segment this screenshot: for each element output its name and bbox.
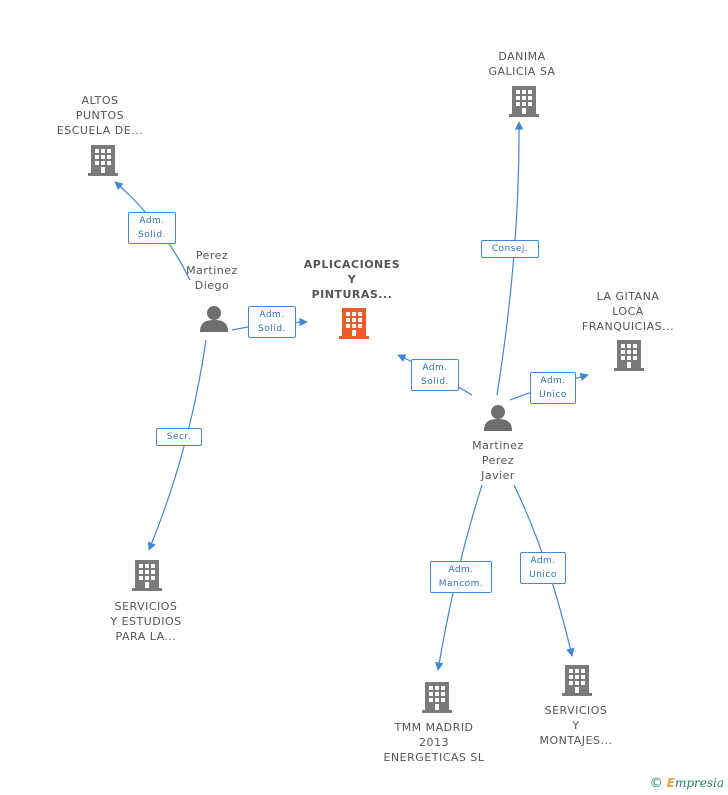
copyright-symbol: © bbox=[649, 776, 663, 791]
edge-label-perez-altos[interactable]: Adm. Solid. bbox=[128, 212, 176, 244]
node-label-servicios-montajes[interactable]: SERVICIOS Y MONTAJES... bbox=[539, 704, 613, 747]
edge-label-martinez-gitana[interactable]: Adm. Unico bbox=[530, 372, 576, 404]
danima-building-icon[interactable] bbox=[509, 86, 539, 117]
node-label-focus[interactable]: APLICACIONES Y PINTURAS... bbox=[303, 258, 401, 301]
edge-label-perez-servicios[interactable]: Secr. bbox=[156, 428, 202, 446]
servicios-estudios-building-icon[interactable] bbox=[132, 560, 162, 591]
edge-label-perez-focus[interactable]: Adm. Solid. bbox=[248, 306, 296, 338]
edge-label-martinez-tmm[interactable]: Adm. Mancom. bbox=[430, 561, 492, 593]
edge-label-martinez-danima[interactable]: Consej. bbox=[481, 240, 539, 258]
node-label-servicios-estudios[interactable]: SERVICIOS Y ESTUDIOS PARA LA... bbox=[110, 600, 182, 643]
brand-initial: E bbox=[666, 776, 675, 790]
tmm-building-icon[interactable] bbox=[422, 682, 452, 713]
servicios-montajes-building-icon[interactable] bbox=[562, 665, 592, 696]
gitana-building-icon[interactable] bbox=[614, 340, 644, 371]
focus-building-icon[interactable] bbox=[339, 308, 369, 339]
perez-person-icon[interactable] bbox=[200, 306, 228, 332]
edge-perez-servicios bbox=[147, 339, 207, 551]
node-label-perez[interactable]: Perez Martinez Diego bbox=[186, 249, 238, 292]
node-label-altos[interactable]: ALTOS PUNTOS ESCUELA DE... bbox=[56, 94, 144, 137]
node-label-martinez[interactable]: Martinez Perez Javier bbox=[472, 439, 524, 482]
edge-label-martinez-focus[interactable]: Adm. Solid. bbox=[411, 359, 459, 391]
edge-label-martinez-montajes[interactable]: Adm. Unico bbox=[520, 552, 566, 584]
brand-name: mpresia bbox=[674, 776, 724, 790]
altos-building-icon[interactable] bbox=[88, 145, 118, 176]
node-label-danima[interactable]: DANIMA GALICIA SA bbox=[488, 50, 556, 78]
martinez-person-icon[interactable] bbox=[484, 405, 512, 431]
node-label-tmm[interactable]: TMM MADRID 2013 ENERGETICAS SL bbox=[383, 721, 485, 764]
edge-martinez-danima bbox=[496, 121, 524, 396]
empresia-logo[interactable]: ©Empresia bbox=[650, 776, 724, 791]
node-label-gitana[interactable]: LA GITANA LOCA FRANQUICIAS... bbox=[581, 290, 675, 333]
